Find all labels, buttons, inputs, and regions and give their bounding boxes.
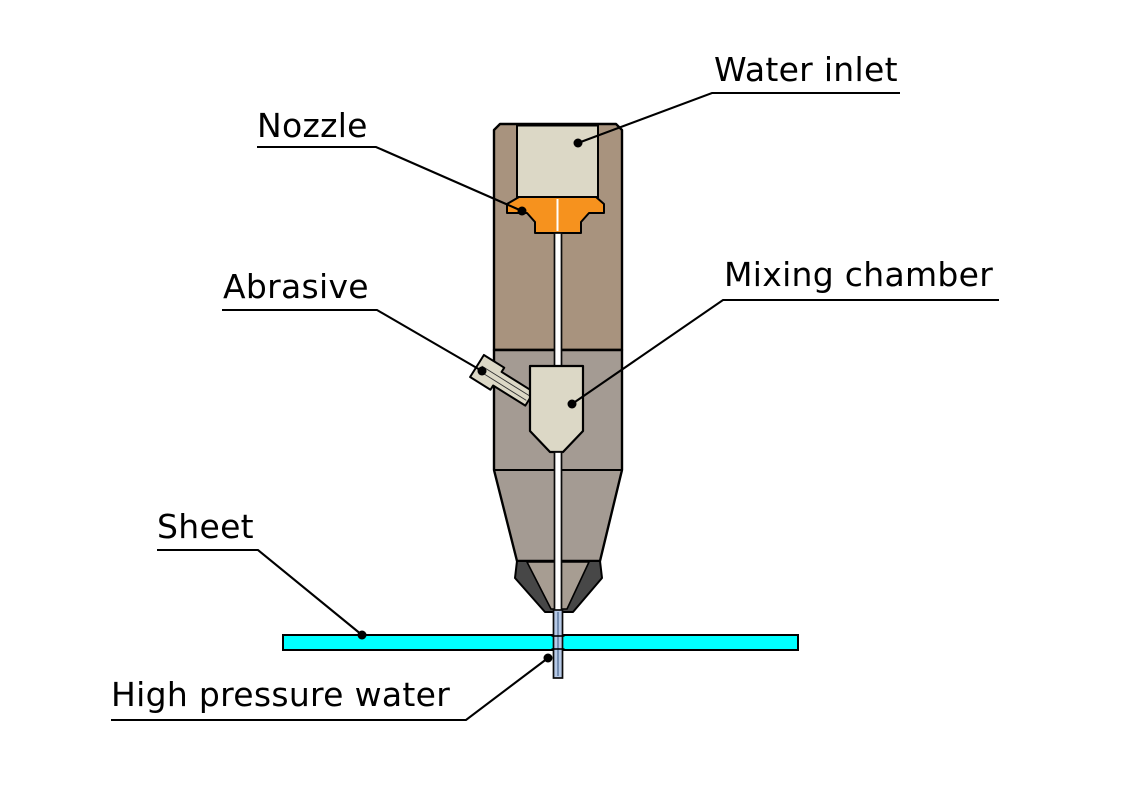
leader-dot-mixing-chamber <box>567 399 577 409</box>
leader-nozzle <box>257 145 523 212</box>
leader-high-pressure-water <box>111 657 549 722</box>
leader-mixing-chamber <box>571 298 999 405</box>
upper-water-tube <box>553 232 563 367</box>
leader-dot-sheet <box>357 630 367 640</box>
leader-dot-abrasive <box>477 366 487 376</box>
label-water-inlet: Water inlet <box>714 50 898 89</box>
leader-sheet <box>157 548 363 636</box>
abrasive-bore-line-top <box>481 365 530 397</box>
label-abrasive: Abrasive <box>223 267 369 306</box>
jewel-nozzle <box>506 196 605 234</box>
label-mixing-chamber: Mixing chamber <box>724 255 994 294</box>
abrasive-bore-line-bottom <box>478 370 527 401</box>
leader-dot-high-pressure-water <box>543 653 553 663</box>
abrasive-inlet-tube <box>469 353 535 407</box>
leader-water-inlet <box>577 91 900 144</box>
label-sheet: Sheet <box>157 507 254 546</box>
leader-dot-nozzle <box>517 206 527 216</box>
label-high-pressure-water: High pressure water <box>111 675 451 714</box>
label-nozzle: Nozzle <box>257 106 368 145</box>
abrasive-tube-body <box>469 353 535 407</box>
lower-water-tube <box>553 451 563 614</box>
water-inlet-cavity <box>516 124 599 198</box>
sheet-workpiece <box>282 634 799 651</box>
leader-abrasive <box>222 308 483 372</box>
mixing-chamber-shape <box>528 364 585 454</box>
leader-dot-water-inlet <box>573 138 583 148</box>
